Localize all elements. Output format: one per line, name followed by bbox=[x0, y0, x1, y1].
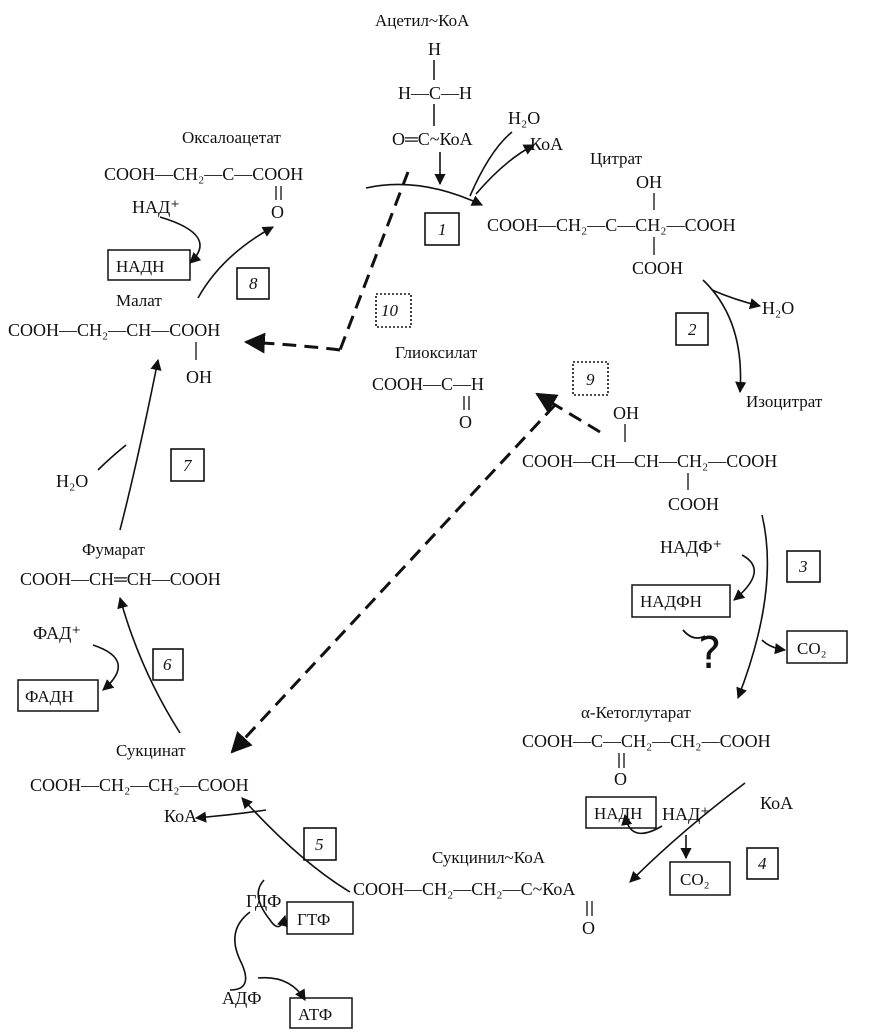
alpha-ketoglutarate: α-Кетоглутарат COOH—C—CH₂—CH₂—COOH O bbox=[522, 703, 771, 789]
oxaloacetate: Оксалоацетат COOH—CH₂—C—COOH O bbox=[104, 128, 303, 222]
acetyl-coa-h-row: H—C—H bbox=[398, 83, 472, 103]
fadh: ФАДН bbox=[25, 687, 74, 706]
alpha-ketoglutarate-formula: COOH—C—CH₂—CH₂—COOH bbox=[522, 731, 771, 751]
step-box-1 bbox=[424, 212, 460, 246]
isocitrate-oh: OH bbox=[613, 403, 639, 423]
fad-plus: ФАД⁺ bbox=[33, 623, 81, 643]
citrate-name: Цитрат bbox=[590, 149, 643, 168]
gtp: ГТФ bbox=[297, 910, 330, 929]
step-box-2 bbox=[675, 312, 709, 346]
nadh-box-step-8 bbox=[107, 249, 191, 281]
cycle-arrows bbox=[92, 131, 787, 1001]
glyoxylate-shunt-arrows bbox=[230, 171, 601, 754]
coa-step-4: КоА bbox=[760, 793, 793, 813]
water-step-1: H₂O bbox=[508, 108, 540, 128]
nadh-step-8: НАДН bbox=[116, 257, 164, 276]
fadh-box bbox=[17, 679, 99, 712]
atp-box bbox=[289, 997, 353, 1029]
step-label-1: 1 bbox=[438, 220, 447, 239]
nad-plus-step-4: НАД⁺ bbox=[662, 804, 710, 824]
step-box-9 bbox=[572, 361, 609, 396]
fumarate-formula: COOH—CH═CH—COOH bbox=[20, 569, 221, 589]
co2-step-3: CO₂ bbox=[797, 639, 827, 658]
citrate: Цитрат OH COOH—CH₂—C—CH₂—COOH COOH bbox=[487, 149, 736, 278]
step-box-6 bbox=[152, 648, 184, 681]
step-box-10 bbox=[375, 293, 412, 328]
step-label-5: 5 bbox=[315, 835, 324, 854]
glyoxylate-name: Глиоксилат bbox=[395, 343, 478, 362]
step-box-8 bbox=[236, 267, 270, 300]
succinyl-coa-formula: COOH—CH₂—CH₂—C~КоА bbox=[353, 879, 575, 899]
step-label-6: 6 bbox=[163, 655, 172, 674]
nadph-box bbox=[631, 584, 731, 618]
citrate-formula: COOH—CH₂—C—CH₂—COOH bbox=[487, 215, 736, 235]
succinate: Сукцинат COOH—CH₂—CH₂—COOH bbox=[30, 741, 249, 795]
alpha-ketoglutarate-name: α-Кетоглутарат bbox=[581, 703, 691, 722]
co2-box-step-3 bbox=[786, 630, 848, 664]
gdp: ГДФ bbox=[246, 891, 281, 911]
succinate-name: Сукцинат bbox=[116, 741, 186, 760]
acetyl-coa-h-top: H bbox=[428, 39, 441, 59]
acetyl-coa: Ацетил~КоА H H—C—H O═C~КоА bbox=[375, 11, 473, 149]
step-label-2: 2 bbox=[688, 320, 697, 339]
fumarate: Фумарат COOH—CH═CH—COOH bbox=[20, 540, 221, 589]
step-box-7 bbox=[170, 448, 205, 482]
malate-oh: OH bbox=[186, 367, 212, 387]
adp: АДФ bbox=[222, 988, 262, 1008]
step-label-10: 10 bbox=[381, 301, 399, 320]
nadph: НАДФН bbox=[640, 592, 702, 611]
co2-box-step-4 bbox=[669, 861, 731, 896]
succinate-formula: COOH—CH₂—CH₂—COOH bbox=[30, 775, 249, 795]
nadh-step-4: НАДН bbox=[594, 804, 642, 823]
nadp-plus: НАДФ⁺ bbox=[660, 537, 722, 557]
step-label-4: 4 bbox=[758, 854, 767, 873]
malate-formula: COOH—CH₂—CH—COOH bbox=[8, 320, 220, 340]
oxaloacetate-oxo: O bbox=[271, 202, 284, 222]
nadh-box-step-4 bbox=[585, 796, 657, 829]
fumarate-name: Фумарат bbox=[82, 540, 145, 559]
malate: Малат COOH—CH₂—CH—COOH OH bbox=[8, 291, 220, 387]
alpha-ketoglutarate-oxo: O bbox=[614, 769, 627, 789]
step-box-5 bbox=[303, 827, 337, 861]
step-box-3 bbox=[786, 550, 821, 583]
isocitrate-formula: COOH—CH—CH—CH₂—COOH bbox=[522, 451, 777, 471]
coa-step-5: КоА bbox=[164, 806, 197, 826]
coa-step-1: КоА bbox=[530, 134, 563, 154]
step-label-9: 9 bbox=[586, 370, 595, 389]
oxaloacetate-name: Оксалоацетат bbox=[182, 128, 281, 147]
question-mark-annotation: ? bbox=[698, 628, 721, 679]
isocitrate-name: Изоцитрат bbox=[746, 392, 823, 411]
handwritten-squiggle bbox=[682, 629, 706, 639]
step-label-8: 8 bbox=[249, 274, 258, 293]
glyoxylate-formula: COOH—C—H bbox=[372, 374, 484, 394]
step-label-3: 3 bbox=[798, 557, 808, 576]
nad-plus-step-8: НАД⁺ bbox=[132, 197, 180, 217]
isocitrate-cooh: COOH bbox=[668, 494, 719, 514]
co2-step-4: CO₂ bbox=[680, 870, 710, 889]
succinyl-coa: Сукцинил~КоА COOH—CH₂—CH₂—C~КоА O bbox=[353, 848, 595, 938]
water-step-2: H₂O bbox=[762, 298, 794, 318]
atp: АТФ bbox=[298, 1005, 332, 1024]
acetyl-coa-acyl: O═C~КоА bbox=[392, 129, 473, 149]
glyoxylate: Глиоксилат COOH—C—H O bbox=[372, 343, 484, 432]
malate-name: Малат bbox=[116, 291, 162, 310]
glyoxylate-oxo: O bbox=[459, 412, 472, 432]
step-box-4 bbox=[746, 847, 779, 880]
oxaloacetate-formula: COOH—CH₂—C—COOH bbox=[104, 164, 303, 184]
succinyl-coa-name: Сукцинил~КоА bbox=[432, 848, 546, 867]
water-step-7: H₂O bbox=[56, 471, 88, 491]
step-label-7: 7 bbox=[183, 456, 193, 475]
acetyl-coa-name: Ацетил~КоА bbox=[375, 11, 470, 30]
citrate-oh: OH bbox=[636, 172, 662, 192]
isocitrate: OH COOH—CH—CH—CH₂—COOH COOH bbox=[522, 403, 777, 514]
step-number-boxes: 1 2 3 4 5 6 7 8 9 10 bbox=[152, 212, 821, 880]
citrate-cooh: COOH bbox=[632, 258, 683, 278]
succinyl-coa-oxo: O bbox=[582, 918, 595, 938]
